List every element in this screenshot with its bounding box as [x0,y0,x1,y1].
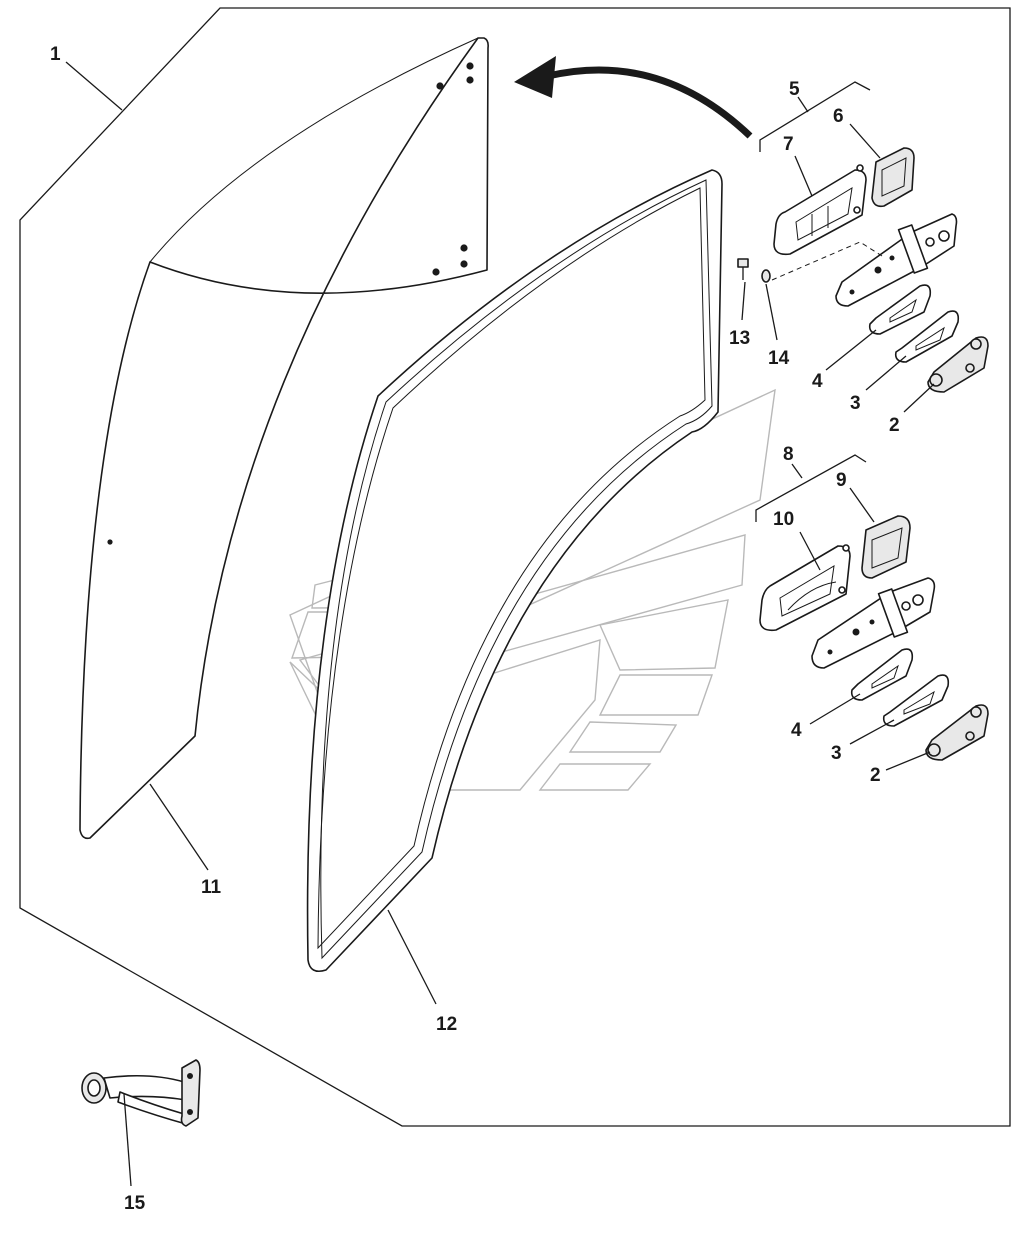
callout-10: 10 [773,509,794,530]
callout-3-upper: 3 [850,393,861,414]
callout-11: 11 [201,877,222,898]
mirror-bracket-15 [81,1059,201,1127]
callout-labels: 1 5 6 7 13 14 4 3 2 8 9 10 4 3 2 11 12 1… [50,44,900,1214]
lower-hinge-plate [811,577,936,669]
lower-hinge-cover-10 [759,544,851,632]
callout-9: 9 [836,470,847,491]
callout-14: 14 [768,348,790,369]
bolt-13 [737,258,749,280]
callout-3-lower: 3 [831,743,842,764]
callout-12: 12 [436,1014,457,1035]
assembly-boundary-frame [19,7,1011,1127]
callout-2-lower: 2 [870,765,881,786]
door-glass-part [79,37,489,840]
callout-4-lower: 4 [791,720,802,741]
upper-gasket-4 [868,284,932,335]
callout-8: 8 [783,444,794,465]
callout-13: 13 [729,328,750,349]
lower-gasket-4 [850,648,914,701]
leader-lines [65,61,935,1187]
callout-5: 5 [789,79,800,100]
upper-hinge-cap-6 [871,147,915,208]
upper-shim-3 [894,310,960,363]
washer-14 [761,269,771,283]
callout-15: 15 [124,1193,146,1214]
direction-arrow [514,56,753,139]
lower-hinge-cap-9 [861,515,911,579]
lower-backing-plate-2 [925,704,989,761]
callout-1: 1 [50,44,61,65]
door-seal-part [306,169,723,973]
lower-shim-3 [882,674,950,727]
upper-backing-plate-2 [927,336,989,393]
callout-4-upper: 4 [812,371,823,392]
callout-6: 6 [833,106,844,127]
upper-hinge-plate [835,213,958,307]
callout-2-upper: 2 [889,415,900,436]
callout-7: 7 [783,134,794,155]
upper-hinge-cover-7 [773,164,867,256]
